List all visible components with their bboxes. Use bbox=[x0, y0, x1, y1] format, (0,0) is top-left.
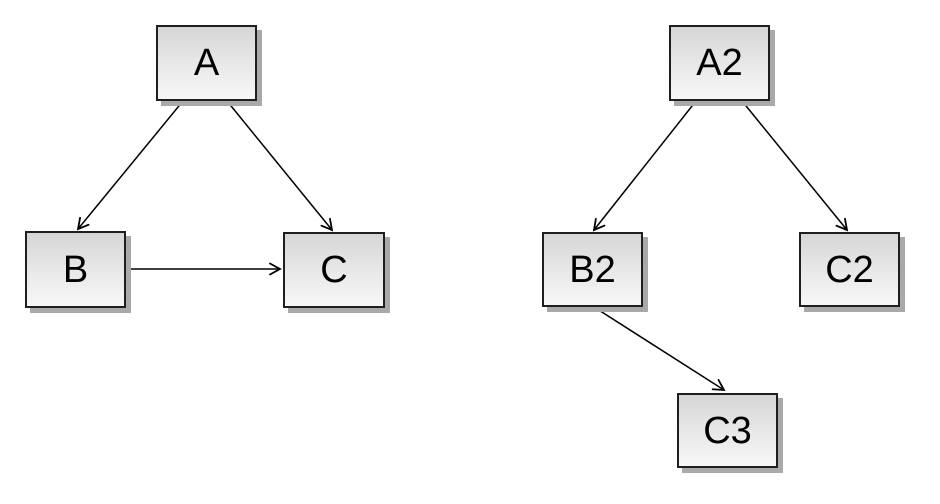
edge-A-B[interactable] bbox=[76, 100, 184, 231]
node-B2[interactable]: B2 bbox=[542, 232, 643, 307]
edge-A2-C2[interactable] bbox=[741, 100, 849, 232]
node-label: B bbox=[62, 248, 89, 291]
node-label: C2 bbox=[825, 248, 874, 291]
node-A[interactable]: A bbox=[156, 25, 257, 101]
node-label: A bbox=[193, 42, 220, 84]
node-C3[interactable]: C3 bbox=[677, 393, 778, 468]
edge-A2-B2[interactable] bbox=[592, 100, 697, 232]
edges-group bbox=[76, 100, 849, 392]
edge-A-C[interactable] bbox=[226, 100, 334, 232]
node-label: B2 bbox=[569, 248, 616, 291]
node-B[interactable]: B bbox=[25, 231, 126, 308]
node-label: C bbox=[320, 249, 348, 291]
node-A2[interactable]: A2 bbox=[669, 25, 770, 101]
node-C[interactable]: C bbox=[283, 232, 385, 308]
node-C2[interactable]: C2 bbox=[799, 232, 900, 307]
node-label: A2 bbox=[696, 42, 743, 84]
node-label: C3 bbox=[703, 409, 752, 452]
edge-B2-C3[interactable] bbox=[593, 306, 726, 392]
